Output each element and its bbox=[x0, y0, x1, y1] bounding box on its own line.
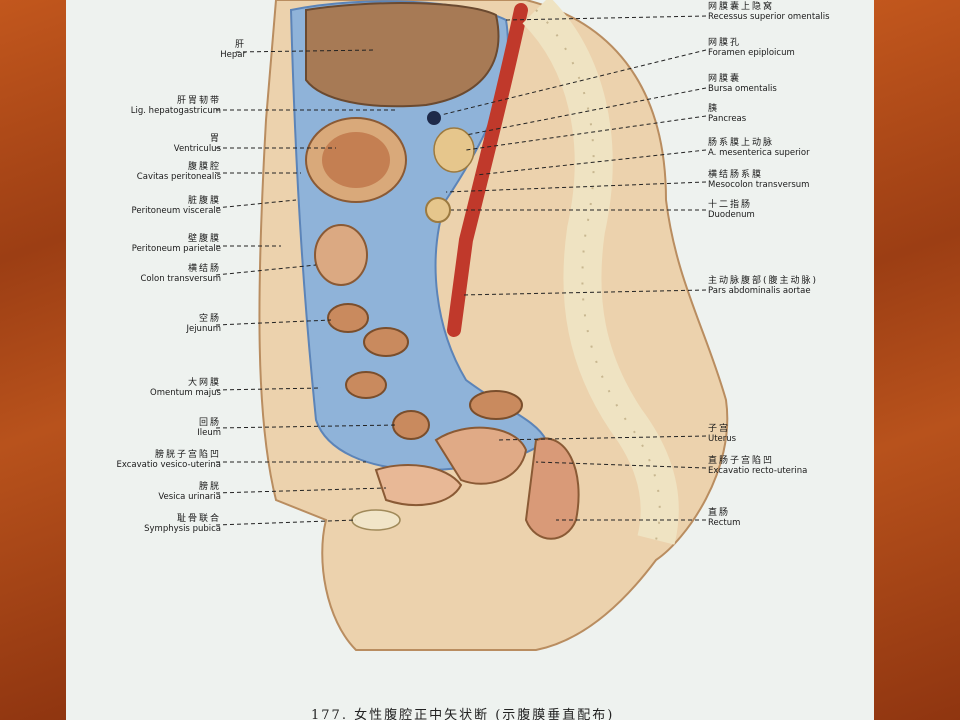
liver bbox=[305, 2, 500, 108]
jejunum-loop bbox=[363, 327, 409, 357]
ileum-loop bbox=[392, 410, 430, 440]
foramen-epiploicum bbox=[427, 111, 441, 125]
uterus bbox=[434, 426, 528, 485]
ileum-loop bbox=[469, 390, 523, 420]
label-pars-abdominalis-aortae: 主动脉腹部(腹主动脉)Pars abdominalis aortae bbox=[708, 276, 819, 296]
sagittal-section-illustration bbox=[215, 0, 729, 651]
slide-background-right bbox=[874, 0, 960, 720]
duodenum bbox=[425, 197, 451, 223]
slide-background-left bbox=[0, 0, 66, 720]
jejunum-loop bbox=[327, 303, 369, 333]
urinary-bladder bbox=[374, 464, 463, 506]
symphysis-pubica bbox=[351, 509, 401, 531]
leader-lines-right bbox=[440, 15, 707, 521]
pancreas bbox=[433, 127, 475, 173]
leader-lines-left bbox=[215, 49, 397, 526]
figure-caption: 177. 女性腹腔正中矢状断 (示腹膜垂直配布) bbox=[311, 708, 615, 720]
abdominal-aorta bbox=[447, 3, 528, 337]
transverse-colon bbox=[314, 224, 368, 286]
ileum-loop bbox=[345, 371, 387, 399]
